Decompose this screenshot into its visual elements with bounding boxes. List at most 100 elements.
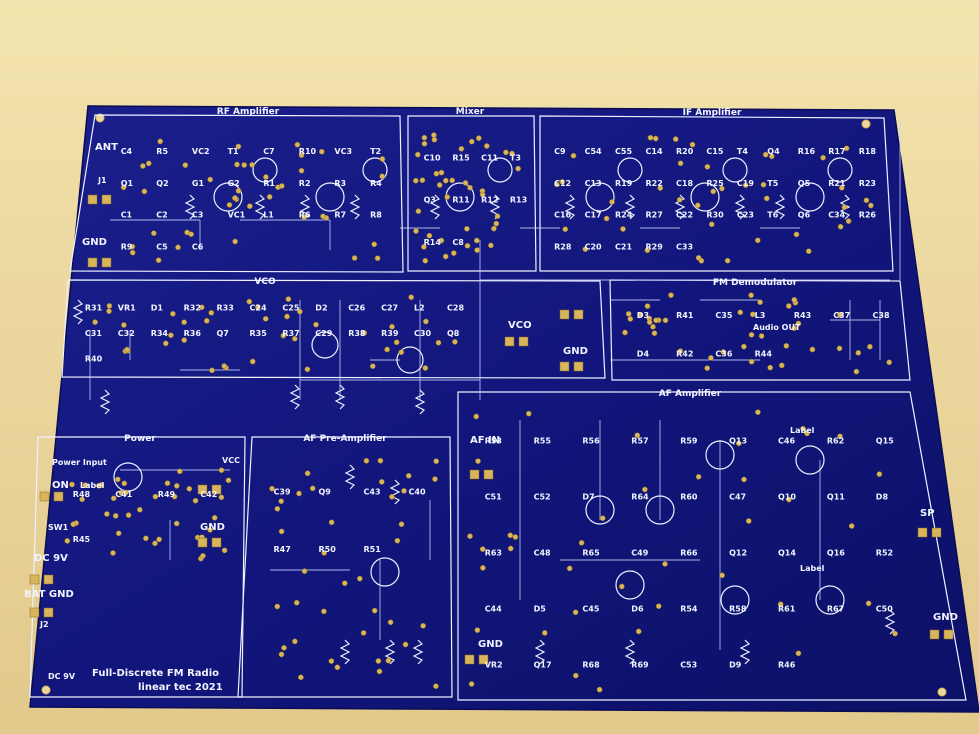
solder-pad (64, 538, 71, 544)
solder-pad (125, 512, 132, 518)
designator-r44: R44 (755, 350, 773, 359)
designator-vc3: VC3 (334, 147, 352, 156)
designator-c40: C40 (409, 488, 426, 497)
solder-pad (378, 479, 385, 485)
solder-pad (748, 358, 755, 365)
solder-pad (218, 467, 225, 474)
solder-pad (720, 349, 727, 355)
solder-pad (620, 226, 626, 232)
solder-pad (689, 141, 696, 148)
designator-r48: R48 (73, 490, 91, 499)
header-pad (931, 527, 942, 538)
designator-r31: R31 (85, 303, 103, 312)
solder-pad (278, 498, 285, 505)
solder-pad (297, 308, 303, 315)
solder-pad (820, 154, 826, 161)
solder-pad (783, 343, 790, 349)
designator-c18: C18 (676, 179, 693, 188)
solder-pad (507, 545, 514, 552)
designator-c14: C14 (646, 147, 663, 156)
solder-pad (402, 641, 409, 648)
solder-pad (494, 213, 501, 220)
designator-q5: Q5 (798, 179, 811, 188)
solder-pad (341, 580, 348, 587)
designator-r62: R62 (827, 437, 844, 446)
designator-q4: Q4 (767, 147, 780, 156)
solder-pad (479, 546, 486, 552)
solder-pad (652, 135, 659, 142)
solder-pad (369, 363, 376, 370)
solder-pad (173, 520, 180, 527)
designator-vc2: VC2 (192, 147, 210, 156)
solder-pad (503, 149, 509, 156)
designator-q9: Q9 (319, 488, 332, 497)
designator-r52: R52 (876, 549, 893, 558)
designator-r25: R25 (706, 179, 724, 188)
solder-pad (435, 339, 442, 346)
solder-pad (164, 480, 171, 487)
solder-pad (225, 477, 232, 484)
header-pad (469, 469, 480, 480)
solder-pad (848, 523, 855, 529)
designator-d4: D4 (637, 350, 650, 359)
solder-pad (843, 145, 850, 152)
designator-r35: R35 (250, 329, 268, 338)
designator-r19: R19 (615, 179, 633, 188)
solder-pad (150, 230, 157, 237)
solder-pad (741, 343, 747, 350)
designator-c36: C36 (715, 350, 732, 359)
section-title-fm: FM Demodulator (713, 278, 798, 288)
designator-c46: C46 (778, 437, 795, 446)
header-pad (29, 574, 40, 585)
gnd-label-power: GND (200, 522, 225, 533)
gnd-label-af: GND (478, 639, 503, 650)
solder-pad (394, 537, 401, 544)
solder-pad (82, 482, 89, 488)
solder-pad (371, 607, 378, 614)
solder-pad (321, 550, 328, 556)
designator-r50: R50 (319, 545, 337, 554)
designator-r41: R41 (676, 311, 694, 320)
solder-pad (218, 494, 225, 501)
solder-pad (657, 185, 664, 191)
solder-pad (203, 317, 210, 324)
solder-pad (262, 315, 269, 322)
solder-pad (599, 515, 606, 522)
solder-pad (284, 313, 290, 320)
designator-q12: Q12 (729, 549, 747, 558)
designator-r54: R54 (680, 605, 698, 614)
designator-c8: C8 (452, 238, 464, 247)
solder-pad (438, 169, 445, 176)
designator-r12: R12 (481, 196, 498, 205)
solder-pad (298, 152, 305, 158)
solder-pad (421, 140, 428, 147)
designator-r66: R66 (680, 549, 698, 558)
solder-pad (865, 600, 872, 607)
solder-pad (309, 485, 316, 492)
solder-pad (414, 151, 421, 158)
header-pad (211, 484, 222, 495)
solder-pad (304, 470, 311, 477)
solder-pad (745, 518, 752, 524)
designator-r43: R43 (794, 311, 811, 320)
solder-pad (566, 565, 573, 572)
solder-pad (374, 255, 381, 262)
solder-pad (360, 630, 367, 636)
solder-pad (112, 513, 119, 519)
solder-pad (249, 162, 255, 168)
solder-pad (655, 603, 662, 610)
solder-pad (704, 365, 711, 371)
solder-pad (291, 335, 298, 342)
solder-pad (438, 237, 445, 244)
designator-r15: R15 (452, 153, 470, 162)
solder-pad (778, 362, 785, 369)
solder-pad (301, 214, 307, 221)
solder-pad (296, 490, 302, 497)
solder-pad (371, 241, 378, 248)
designator-c2: C2 (156, 211, 167, 220)
header-pad (478, 654, 489, 665)
designator-c19: C19 (737, 179, 754, 188)
header-pad (211, 537, 222, 548)
solder-pad (755, 409, 761, 416)
section-title-power: Power (124, 434, 156, 444)
